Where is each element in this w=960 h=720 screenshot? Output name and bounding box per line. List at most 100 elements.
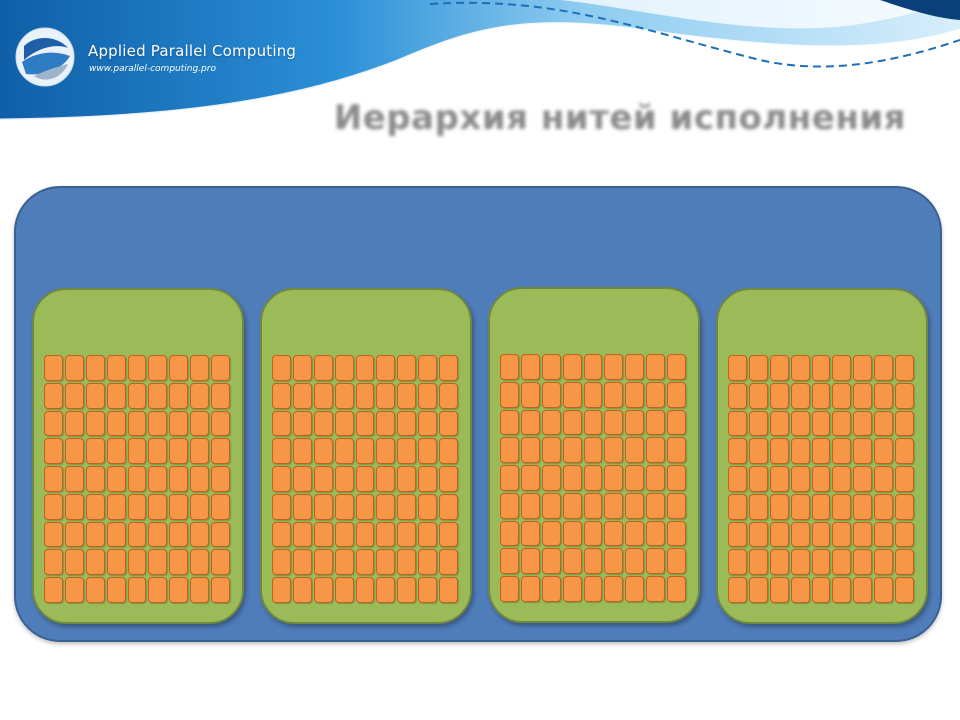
thread-grid — [44, 355, 230, 603]
thread-cell — [520, 520, 540, 547]
thread-cell — [292, 382, 312, 409]
thread-cell — [667, 437, 686, 464]
thread-cell — [728, 521, 747, 548]
thread-cell — [148, 438, 168, 465]
thread-cell — [355, 438, 375, 465]
thread-cell — [769, 577, 789, 603]
thread-block — [32, 288, 244, 624]
thread-cell — [418, 521, 438, 548]
thread-cell — [44, 355, 63, 381]
thread-cell — [520, 576, 540, 602]
thread-cell — [127, 410, 147, 437]
thread-cell — [646, 576, 666, 602]
thread-cell — [769, 493, 789, 520]
thread-cell — [646, 437, 666, 464]
thread-cell — [292, 410, 312, 437]
thread-cell — [376, 466, 396, 492]
thread-cell — [85, 438, 105, 465]
thread-cell — [334, 410, 354, 437]
thread-cell — [85, 549, 105, 576]
thread-cell — [811, 355, 831, 381]
thread-cell — [853, 521, 873, 548]
thread-cell — [190, 549, 210, 576]
thread-cell — [106, 521, 126, 548]
thread-cell — [418, 355, 438, 381]
thread-cell — [64, 493, 84, 520]
thread-cell — [64, 521, 84, 548]
thread-cell — [853, 466, 873, 492]
thread-cell — [832, 577, 852, 603]
thread-cell — [667, 492, 686, 519]
thread-cell — [811, 410, 831, 437]
thread-cell — [355, 410, 375, 437]
thread-cell — [748, 355, 768, 381]
thread-cell — [832, 410, 852, 437]
thread-cell — [790, 493, 810, 520]
thread-cell — [292, 577, 312, 603]
thread-cell — [500, 576, 519, 602]
thread-cell — [646, 381, 666, 408]
thread-cell — [562, 492, 582, 519]
thread-cell — [790, 382, 810, 409]
thread-cell — [769, 355, 789, 381]
thread-cell — [148, 493, 168, 520]
thread-cell — [272, 438, 291, 465]
thread-cell — [418, 493, 438, 520]
thread-cell — [211, 549, 230, 576]
thread-cell — [355, 466, 375, 492]
thread-cell — [562, 576, 582, 602]
thread-cell — [272, 466, 291, 492]
thread-cell — [376, 355, 396, 381]
thread-cell — [272, 410, 291, 437]
thread-cell — [44, 410, 63, 437]
thread-cell — [85, 493, 105, 520]
thread-cell — [313, 549, 333, 576]
thread-cell — [769, 410, 789, 437]
thread-cell — [790, 549, 810, 576]
thread-cell — [106, 355, 126, 381]
thread-cell — [190, 466, 210, 492]
thread-cell — [583, 548, 603, 575]
thread-cell — [169, 549, 189, 576]
thread-cell — [728, 493, 747, 520]
thread-cell — [106, 493, 126, 520]
thread-cell — [313, 577, 333, 603]
thread-cell — [562, 437, 582, 464]
thread-cell — [520, 409, 540, 436]
thread-cell — [500, 409, 519, 436]
thread-cell — [376, 549, 396, 576]
thread-cell — [625, 437, 645, 464]
thread-cell — [169, 438, 189, 465]
thread-cell — [44, 438, 63, 465]
thread-cell — [211, 355, 230, 381]
thread-cell — [355, 382, 375, 409]
thread-cell — [355, 549, 375, 576]
thread-cell — [418, 466, 438, 492]
thread-cell — [127, 493, 147, 520]
thread-cell — [541, 437, 561, 464]
thread-cell — [85, 355, 105, 381]
thread-cell — [541, 548, 561, 575]
thread-cell — [211, 577, 230, 603]
thread-block — [260, 288, 472, 624]
thread-cell — [439, 410, 458, 437]
thread-cell — [853, 493, 873, 520]
thread-cell — [811, 382, 831, 409]
thread-cell — [874, 410, 894, 437]
thread-cell — [397, 355, 417, 381]
thread-cell — [376, 493, 396, 520]
thread-cell — [874, 382, 894, 409]
thread-cell — [292, 355, 312, 381]
thread-cell — [520, 465, 540, 491]
thread-cell — [169, 382, 189, 409]
thread-cell — [832, 493, 852, 520]
thread-cell — [418, 410, 438, 437]
thread-cell — [625, 520, 645, 547]
thread-cell — [313, 521, 333, 548]
thread-cell — [418, 438, 438, 465]
thread-block — [716, 288, 928, 624]
thread-cell — [148, 410, 168, 437]
thread-cell — [106, 382, 126, 409]
thread-cell — [500, 465, 519, 491]
thread-cell — [397, 493, 417, 520]
